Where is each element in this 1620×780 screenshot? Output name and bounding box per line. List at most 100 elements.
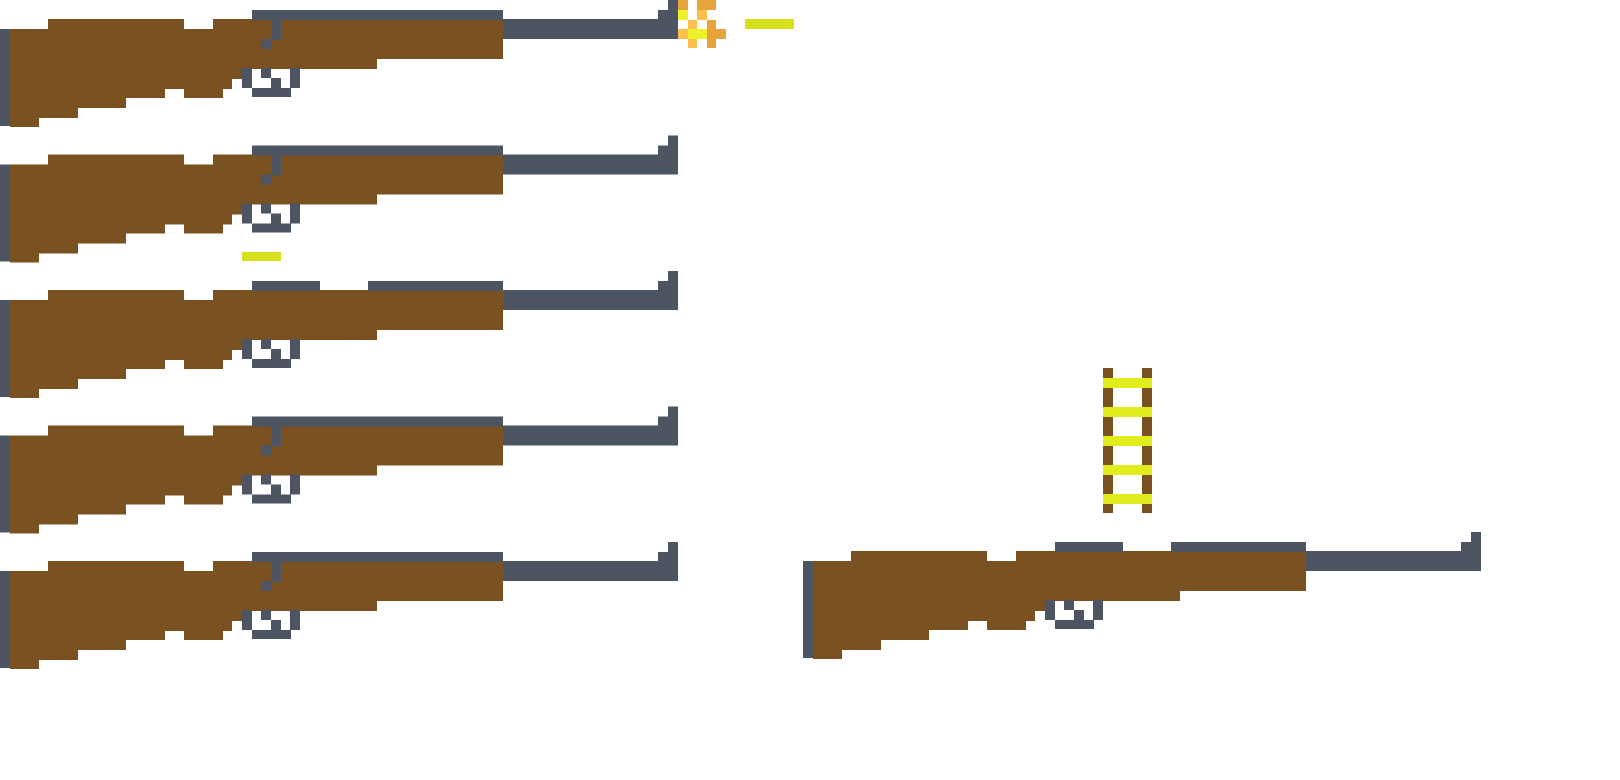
stock-body [10,620,232,631]
ladder [1103,368,1152,513]
trigger [261,203,271,214]
stock-body [813,610,1035,621]
trigger [1074,610,1084,620]
stock-body [10,213,232,225]
stock-comb [48,425,184,437]
stock-comb [48,290,184,301]
top-rail [1171,542,1306,552]
stock-body [10,68,242,79]
butt-plate [0,300,10,397]
trigger [271,213,281,224]
barrel [503,154,678,175]
front-sight [668,0,678,10]
trigger-guard [252,223,291,233]
trigger-guard [290,474,300,495]
trigger [271,620,281,630]
trigger-guard [242,474,252,495]
stock-body [10,232,126,244]
stock-body [10,223,165,234]
receiver [261,581,271,591]
trigger-guard [252,359,291,368]
trigger [261,474,271,485]
stock-grip [184,630,223,640]
stock-body [813,561,1306,591]
receiver [261,174,271,185]
butt-plate [803,561,813,658]
muzzle-flash [678,0,726,48]
stock-body [10,368,126,379]
receiver [271,561,281,582]
stock-body [10,359,165,369]
stock-body [10,610,242,621]
stock-grip [184,88,223,98]
receiver [261,39,271,49]
stock-body [10,29,503,59]
stock-top [1016,551,1306,562]
stock-body [10,388,39,398]
stock-body [10,494,165,505]
top-rail [252,416,503,427]
stock-body [10,193,377,205]
butt-plate [0,435,10,533]
stock-body [10,88,165,98]
stock-body [813,649,842,659]
barrel [503,19,678,39]
bullet-body [242,252,281,261]
stock-body [813,590,1180,601]
trigger [271,484,281,495]
trigger-guard [290,610,300,630]
trigger-guard [242,610,252,630]
stock-body [10,378,78,389]
front-sight [1461,542,1481,552]
stock-grip [184,223,223,234]
receiver [261,445,271,456]
rifle [0,542,678,669]
trigger [261,610,271,620]
trigger [261,68,271,78]
stock-body [10,339,242,350]
front-sight [1471,532,1481,542]
stock-body [813,639,881,650]
front-sight [668,271,678,281]
stock-body [10,484,232,496]
ladder-rung [1103,436,1152,446]
trigger [261,339,271,349]
stock-body [10,164,503,195]
ladder-rung [1103,407,1152,417]
trigger [271,349,281,359]
bullet [242,252,281,261]
stock-body [10,107,78,118]
stock-comb [48,154,184,166]
stock-body [813,620,968,630]
stock-body [10,435,503,466]
ladder-rung [1103,465,1152,475]
stock-comb [851,551,987,562]
bullet [745,19,794,29]
stock-body [10,78,232,89]
trigger-guard [242,68,252,88]
stock-top [213,154,503,166]
stock-body [10,649,78,660]
barrel [1306,551,1481,571]
trigger-guard [1055,620,1094,629]
top-rail [252,552,503,562]
front-sight [658,145,678,156]
stock-body [10,571,503,601]
top-rail [252,145,503,156]
rifle [0,406,678,534]
trigger-guard [252,88,291,97]
stock-body [10,117,39,127]
stock-grip [987,620,1026,630]
trigger [271,78,281,88]
stock-body [10,242,78,254]
trigger-guard [290,203,300,224]
stock-body [10,474,242,486]
stock-body [10,464,377,476]
barrel [503,561,678,581]
receiver [271,154,281,176]
stock-body [10,639,126,650]
rifle [0,0,678,127]
stock-body [10,630,165,640]
receiver [271,425,281,447]
